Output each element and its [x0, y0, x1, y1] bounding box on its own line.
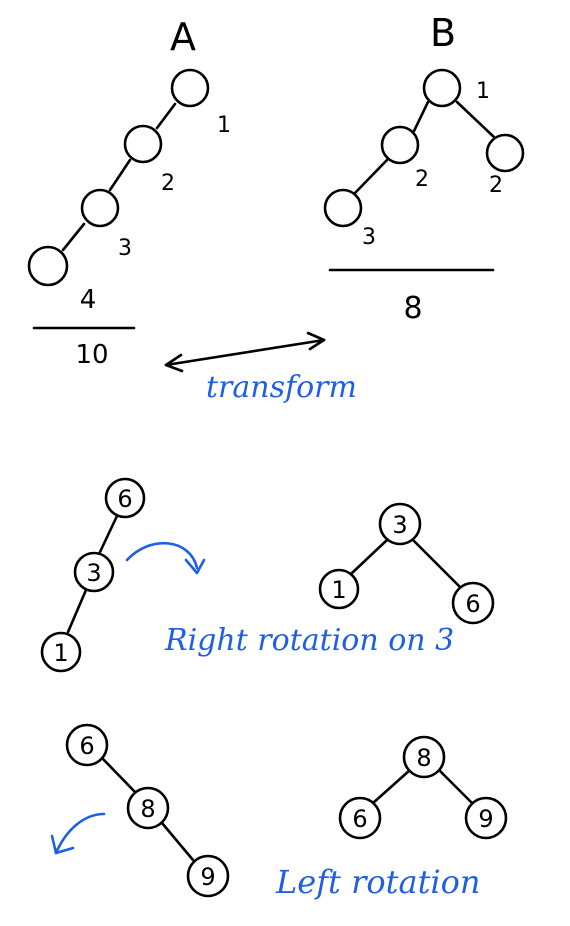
right-rotation-caption: Right rotation on 3: [164, 623, 454, 658]
right-rotation-before-node: [104, 477, 146, 519]
rotation-arrow-head: [184, 558, 206, 575]
tree-a-fraction-denominator: 10: [75, 340, 108, 370]
tree-b-level-label: 3: [362, 225, 376, 250]
right-rotation-after-edge: [411, 538, 462, 589]
left-rotation-caption: Left rotation: [275, 863, 481, 901]
tree-a-edge: [108, 158, 132, 192]
tree-a-node: [170, 68, 210, 108]
tree-b-node: [380, 125, 420, 165]
right-rotation-after-node: [378, 502, 422, 546]
left-rotation-after-node: [464, 796, 508, 840]
tree-b-fraction-value: 8: [403, 291, 422, 326]
tree-a-node: [123, 124, 163, 164]
left-rotation-after-edge: [371, 768, 412, 805]
tree-a-fraction-numerator: 4: [80, 285, 97, 315]
node-value: 6: [352, 805, 367, 833]
left-rotation-before-edge: [100, 756, 137, 794]
node-value: 3: [86, 559, 101, 587]
transform-arrow-shaft: [164, 338, 326, 367]
left-rotation-after-node: [402, 735, 446, 779]
tree-a-edge: [61, 222, 86, 252]
left-rotation-before-node: [126, 786, 170, 830]
transform-arrow-head-left: [164, 353, 184, 373]
transform-label: transform: [206, 370, 357, 405]
node-value: 8: [416, 744, 431, 772]
tree-a-level-label: 1: [217, 113, 231, 138]
node-value: 9: [200, 863, 215, 891]
tree-a-node: [80, 188, 120, 228]
tree-b-level-label: 2: [415, 167, 429, 192]
tree-b-node: [485, 133, 525, 173]
right-rotation-after-node: [318, 568, 360, 610]
left-rotation-before-node: [65, 723, 109, 767]
right-rotation-before-edge: [98, 514, 119, 554]
tree-b-node: [422, 68, 462, 108]
node-value: 9: [478, 805, 493, 833]
node-value: 6: [117, 485, 132, 513]
rotation-arrow-curve: [125, 541, 199, 570]
tree-b-level-label: 2: [489, 173, 503, 198]
right-rotation-after-node: [451, 581, 495, 625]
transform-arrow-head-right: [306, 331, 326, 351]
tree-b-edge: [412, 100, 430, 133]
tree-b-node: [323, 188, 363, 228]
tree-a-title: A: [170, 15, 196, 59]
right-rotation-before-edge: [66, 588, 88, 634]
tree-b-edge: [455, 100, 497, 140]
left-arrow-head: [50, 834, 75, 855]
left-rotation-after-node: [338, 796, 382, 840]
left-rotation-before-node: [186, 854, 230, 898]
node-value: 3: [392, 511, 407, 539]
tree-a-node: [27, 245, 69, 287]
right-rotation-before-node: [40, 631, 82, 673]
right-rotation-before-node: [73, 551, 115, 593]
tree-a-edge: [155, 102, 177, 130]
tree-a-level-label: 2: [161, 171, 175, 196]
node-value: 1: [53, 639, 68, 667]
node-value: 6: [465, 590, 480, 618]
tree-b-edge: [353, 158, 389, 195]
node-value: 6: [79, 732, 94, 760]
right-rotation-after-edge: [349, 538, 389, 576]
left-rotation-after-edge: [437, 768, 474, 805]
tree-a-level-label: 3: [118, 236, 132, 261]
tree-b-level-label: 1: [476, 79, 490, 104]
node-value: 1: [331, 576, 346, 604]
tree-b-title: B: [430, 11, 456, 55]
left-arrow-curve: [54, 812, 106, 855]
left-rotation-before-edge: [160, 821, 195, 862]
node-value: 8: [140, 795, 155, 823]
